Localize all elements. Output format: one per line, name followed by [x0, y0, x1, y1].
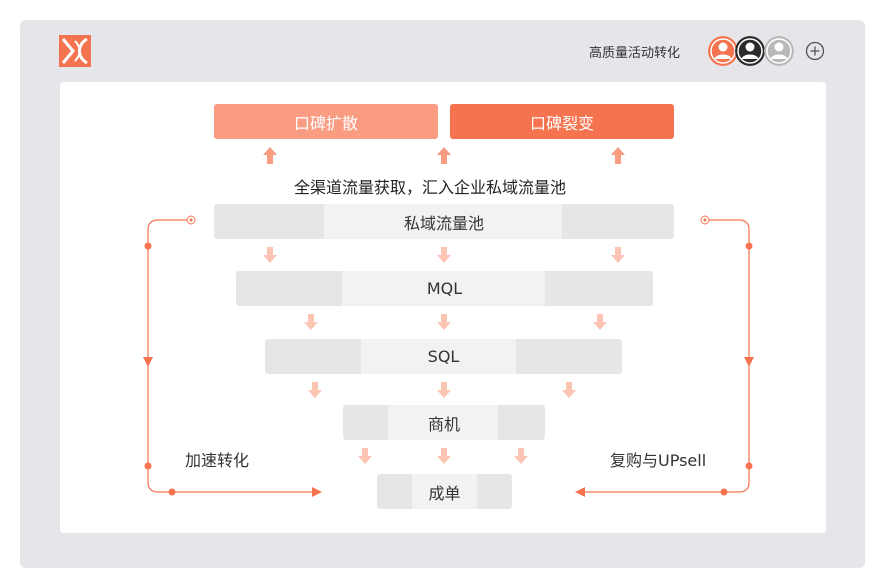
stage-label: MQL	[426, 279, 463, 298]
down-triangle-icon	[744, 357, 754, 367]
down-arrow-icon	[593, 314, 607, 330]
stage-sql: SQL	[265, 339, 622, 374]
stage-label: 私域流量池	[403, 213, 484, 233]
down-arrow-icon	[437, 314, 451, 330]
down-arrow-icon	[263, 247, 277, 263]
stage-mql: MQL	[236, 271, 653, 306]
word-of-mouth-spread-button[interactable]: 口碑扩散	[214, 104, 438, 139]
up-arrow-icon	[263, 147, 277, 164]
right-arrowhead-icon	[312, 487, 322, 497]
add-member-icon[interactable]	[805, 41, 825, 61]
left-arrowhead-icon	[575, 487, 585, 497]
user-avatar-icon[interactable]	[735, 36, 765, 66]
stage-opportunity: 商机	[343, 405, 545, 440]
word-of-mouth-fission-button[interactable]: 口碑裂变	[450, 104, 674, 139]
down-arrow-icon	[514, 448, 528, 464]
brand-logo-icon	[59, 35, 91, 67]
diagram-headline: 全渠道流量获取，汇入企业私域流量池	[293, 178, 566, 197]
stage-label: 成单	[428, 483, 461, 503]
stage-private-traffic-pool: 私域流量池	[214, 204, 674, 239]
down-arrow-icon	[358, 448, 372, 464]
up-arrow-icon	[437, 147, 451, 164]
up-arrows	[263, 147, 625, 164]
stage-closed-deal: 成单	[377, 474, 512, 509]
down-arrow-icon	[437, 247, 451, 263]
stage-label: 商机	[427, 414, 460, 434]
stage-label: SQL	[427, 347, 460, 366]
repurchase-upsell-loop	[575, 215, 754, 497]
down-arrow-icon	[437, 382, 451, 398]
down-arrows	[263, 247, 625, 464]
up-arrow-icon	[611, 147, 625, 164]
down-triangle-icon	[143, 357, 153, 367]
accelerate-conversion-loop	[143, 215, 322, 497]
down-arrow-icon	[562, 382, 576, 398]
accelerate-conversion-label: 加速转化	[185, 451, 250, 470]
down-arrow-icon	[611, 247, 625, 263]
down-arrow-icon	[304, 314, 318, 330]
user-avatar-icon[interactable]	[764, 36, 794, 66]
down-arrow-icon	[308, 382, 322, 398]
repurchase-upsell-label: 复购与UPsell	[610, 451, 707, 470]
header-title: 高质量活动转化	[589, 46, 681, 61]
down-arrow-icon	[437, 448, 451, 464]
